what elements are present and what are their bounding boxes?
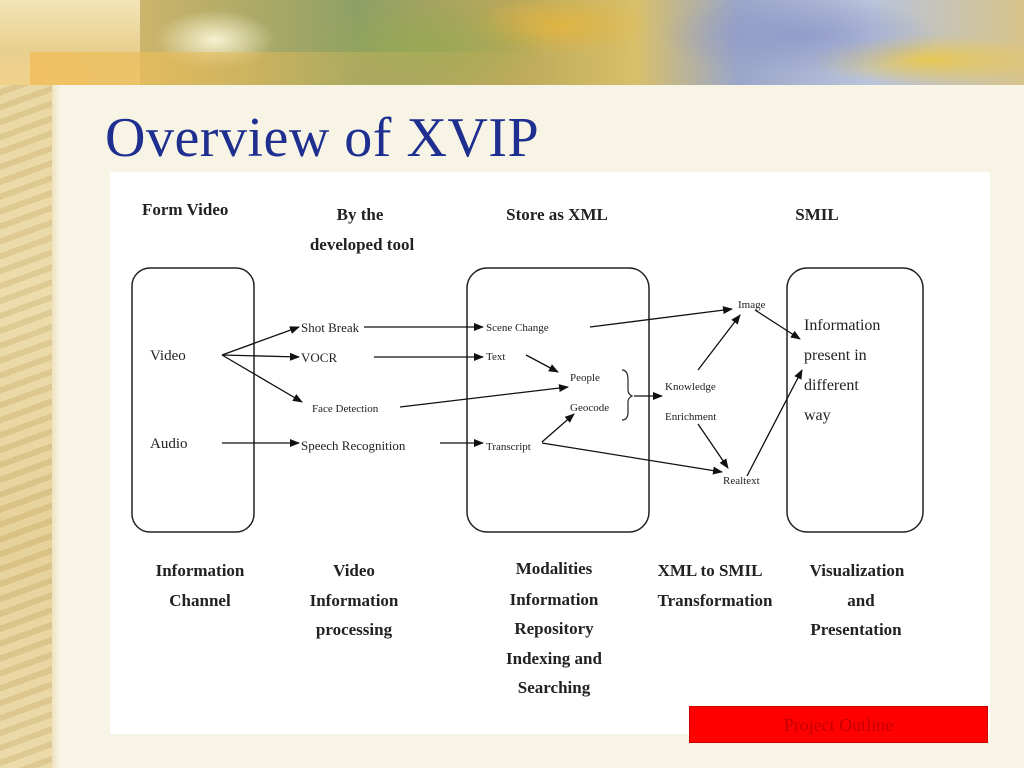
arrow-scene-image — [589, 306, 733, 328]
pres-line4: way — [804, 407, 831, 424]
enr-enrichment: Enrichment — [665, 411, 716, 423]
information-channel-box — [131, 267, 255, 533]
arrow-video-shotbreak — [221, 326, 300, 356]
caption-visualization-1: Visualization — [810, 561, 905, 580]
arrow-realtext-info — [746, 369, 803, 477]
pres-line3: different — [804, 377, 859, 394]
arrow-video-face — [221, 354, 303, 403]
caption-xml-smil-1: XML to SMIL — [658, 561, 763, 580]
caption-repository-1: Information — [510, 590, 599, 609]
people-geocode-bracket — [621, 369, 634, 421]
presentation-box — [786, 267, 924, 533]
header-store-as-xml: Store as XML — [506, 205, 608, 224]
repo-transcript: Transcript — [486, 441, 531, 453]
arrow-knowledge-image — [697, 314, 741, 371]
pres-line1: Information — [804, 317, 880, 334]
arrow-enrichment-realtext — [697, 423, 729, 469]
pres-line2: present in — [804, 347, 867, 364]
channel-video: Video — [150, 348, 186, 364]
caption-video-processing-1: Video — [333, 561, 375, 580]
repo-scene-change: Scene Change — [486, 322, 549, 334]
arrow-image-info — [754, 309, 801, 340]
header-form-video: Form Video — [142, 200, 228, 219]
enr-knowledge: Knowledge — [665, 381, 716, 393]
proc-shot-break: Shot Break — [301, 320, 360, 335]
header-developed-tool: developed tool — [310, 235, 415, 254]
proc-face-detection: Face Detection — [312, 403, 379, 415]
repo-people: People — [570, 372, 600, 384]
arrow-face-people — [399, 384, 569, 408]
xvip-diagram: Form Video By the developed tool Store a… — [131, 200, 924, 697]
proc-speech-recognition: Speech Recognition — [301, 438, 406, 453]
caption-repository-4: Searching — [518, 678, 591, 697]
slide-title: Overview of XVIP — [105, 107, 540, 169]
repo-text: Text — [486, 351, 505, 363]
caption-visualization-2: and — [847, 591, 875, 610]
left-parchment-strip — [0, 0, 52, 768]
caption-xml-smil-2: Transformation — [658, 591, 773, 610]
header-by-the: By the — [337, 205, 384, 224]
enr-image: Image — [738, 299, 766, 311]
caption-video-processing-2: Information — [310, 591, 399, 610]
header-smil: SMIL — [795, 205, 838, 224]
enr-realtext: Realtext — [723, 475, 760, 487]
proc-vocr: VOCR — [301, 350, 337, 365]
caption-repository-2: Repository — [514, 619, 594, 638]
repository-box — [466, 267, 650, 533]
caption-visualization-3: Presentation — [810, 620, 902, 639]
caption-repository-3: Indexing and — [506, 649, 602, 668]
caption-info-channel-1: Information — [156, 561, 245, 580]
arrow-text-people — [525, 354, 559, 373]
arrow-transcript-geocode — [541, 413, 575, 443]
caption-modalities: Modalities — [516, 559, 593, 578]
banner-band — [30, 52, 680, 85]
caption-video-processing-3: processing — [316, 620, 393, 639]
left-strip-shadow — [52, 85, 60, 768]
channel-audio: Audio — [150, 436, 188, 452]
arrow-video-vocr — [221, 352, 300, 361]
diagram-panel: Form Video By the developed tool Store a… — [110, 172, 990, 734]
caption-info-channel-2: Channel — [169, 591, 231, 610]
repo-geocode: Geocode — [570, 402, 609, 414]
project-outline-button[interactable]: Project Outline — [689, 706, 988, 743]
arrow-transcript-realtext — [541, 442, 723, 475]
